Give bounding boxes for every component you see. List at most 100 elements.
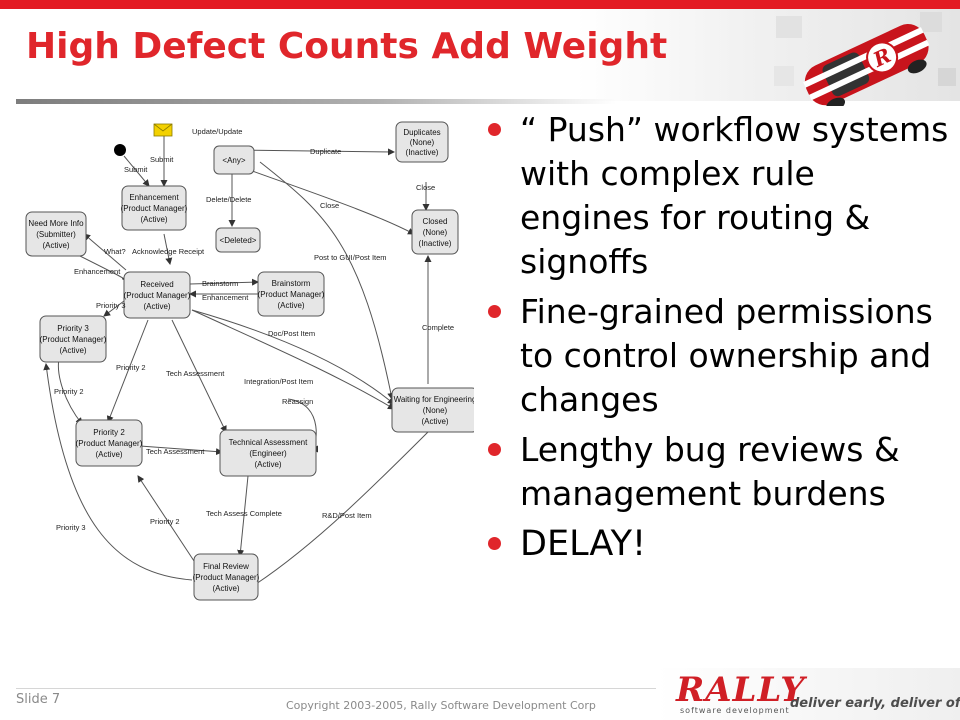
- node-waiting-for-engineering: Waiting for Engineering (None) (Active): [391, 387, 479, 433]
- node-line: Final Review: [203, 562, 249, 571]
- edge-label: Priority 2: [150, 517, 180, 526]
- node-line: (Active): [140, 215, 167, 224]
- node-line: (Active): [212, 584, 239, 593]
- race-car-logo: R: [774, 12, 956, 106]
- edge-label: Priority 3: [56, 523, 86, 532]
- edge-label: Complete: [422, 323, 454, 332]
- node-line: Priority 3: [57, 324, 89, 333]
- edge-label: Close: [416, 183, 435, 192]
- workflow-diagram: Duplicates (None) (Inactive) Closed (Non…: [16, 104, 479, 688]
- node-final-review: Final Review (Product Manager) (Active): [193, 553, 260, 601]
- node-line: Received: [140, 280, 173, 289]
- edge-label: Update/Update: [192, 127, 242, 136]
- edge-label: What?: [104, 247, 126, 256]
- node-line: (Active): [143, 302, 170, 311]
- top-accent-bar: [0, 0, 960, 9]
- node-line: (Submitter): [36, 230, 76, 239]
- bullet-item: “ Push” workflow systems with complex ru…: [484, 108, 954, 284]
- edge-label: Duplicate: [310, 147, 341, 156]
- node-line: (None): [423, 228, 448, 237]
- edge-label: Submit: [150, 155, 174, 164]
- rally-logo-subtitle: software development: [680, 706, 790, 715]
- node-line: Need More Info: [28, 219, 84, 228]
- node-line: (None): [423, 406, 448, 415]
- edge-label: Delete/Delete: [206, 195, 251, 204]
- node-line: (None): [410, 138, 435, 147]
- node-priority3: Priority 3 (Product Manager) (Active): [39, 315, 107, 363]
- node-line: Brainstorm: [272, 279, 311, 288]
- node-line: Waiting for Engineering: [394, 395, 474, 404]
- edge-label: Acknowledge Receipt: [132, 247, 205, 256]
- workflow-diagram-svg: Duplicates (None) (Inactive) Closed (Non…: [25, 121, 479, 601]
- edge-label: Submit: [124, 165, 148, 174]
- bullet-dot-icon: [488, 443, 501, 456]
- node-line: Technical Assessment: [229, 438, 308, 447]
- edge-label: Close: [320, 201, 339, 210]
- node-line: (Active): [421, 417, 448, 426]
- node-deleted: <Deleted>: [215, 227, 261, 253]
- edge-label: Tech Assess Complete: [206, 509, 282, 518]
- bullet-text: “ Push” workflow systems with complex ru…: [520, 110, 949, 281]
- node-line: Closed: [423, 217, 448, 226]
- node-line: <Any>: [222, 156, 245, 165]
- slide-number: Slide 7: [16, 692, 61, 707]
- node-line: (Product Manager): [124, 291, 191, 300]
- footer-divider: [16, 688, 656, 689]
- node-duplicates: Duplicates (None) (Inactive): [395, 121, 449, 163]
- edge-label: Tech Assessment: [146, 447, 205, 456]
- edge-label: Brainstorm: [202, 279, 238, 288]
- bullet-item: Fine-grained permissions to control owne…: [484, 290, 954, 422]
- node-technical-assessment: Technical Assessment (Engineer) (Active): [219, 429, 317, 477]
- node-line: (Engineer): [249, 449, 287, 458]
- node-line: <Deleted>: [220, 236, 257, 245]
- bullet-list: “ Push” workflow systems with complex ru…: [484, 108, 954, 572]
- node-line: (Active): [254, 460, 281, 469]
- edge-label: Integration/Post Item: [244, 377, 313, 386]
- bullet-dot-icon: [488, 305, 501, 318]
- bullet-text: Lengthy bug reviews & management burdens: [520, 430, 900, 513]
- node-line: (Product Manager): [258, 290, 325, 299]
- bullet-dot-icon: [488, 537, 501, 550]
- node-line: (Inactive): [406, 148, 439, 157]
- node-line: (Active): [42, 241, 69, 250]
- edge-label: R&D/Post Item: [322, 511, 372, 520]
- node-line: Enhancement: [129, 193, 179, 202]
- node-line: (Active): [277, 301, 304, 310]
- bullet-dot-icon: [488, 123, 501, 136]
- node-brainstorm: Brainstorm (Product Manager) (Active): [257, 271, 325, 317]
- bullet-text: Fine-grained permissions to control owne…: [520, 292, 933, 419]
- node-priority2: Priority 2 (Product Manager) (Active): [75, 419, 143, 467]
- title-underline: [16, 99, 616, 104]
- edge-label: Priority 2: [54, 387, 84, 396]
- edge-label: Enhancement: [202, 293, 249, 302]
- edge-label: Tech Assessment: [166, 369, 225, 378]
- node-line: (Product Manager): [76, 439, 143, 448]
- copyright-text: Copyright 2003-2005, Rally Software Deve…: [286, 699, 596, 712]
- node-line: (Inactive): [419, 239, 452, 248]
- edge-label: Priority 3: [96, 301, 126, 310]
- bullet-text: DELAY!: [520, 524, 647, 564]
- node-closed: Closed (None) (Inactive): [411, 209, 459, 255]
- footer-brand-strip: [656, 668, 960, 720]
- node-line: Priority 2: [93, 428, 125, 437]
- node-line: (Product Manager): [121, 204, 188, 213]
- bullet-item: Lengthy bug reviews & management burdens: [484, 428, 954, 516]
- edge-label: Reassign: [282, 397, 313, 406]
- node-need-more-info: Need More Info (Submitter) (Active): [25, 211, 87, 257]
- edge-label: Priority 2: [116, 363, 146, 372]
- bullet-item: DELAY!: [484, 522, 954, 566]
- edge-label: Post to GUI/Post Item: [314, 253, 387, 262]
- node-line: (Active): [95, 450, 122, 459]
- edge-label: Doc/Post Item: [268, 329, 315, 338]
- node-enhancement: Enhancement (Product Manager) (Active): [121, 185, 188, 231]
- node-line: (Product Manager): [40, 335, 107, 344]
- node-line: (Active): [59, 346, 86, 355]
- node-any: <Any>: [213, 145, 255, 175]
- edge-label: Enhancement: [74, 267, 121, 276]
- brand-tagline: deliver early, deliver often: [790, 696, 960, 711]
- node-received: Received (Product Manager) (Active): [123, 271, 191, 319]
- node-line: Duplicates: [403, 128, 440, 137]
- slide-title: High Defect Counts Add Weight: [26, 26, 668, 67]
- node-line: (Product Manager): [193, 573, 260, 582]
- rally-logo: RALLY: [676, 670, 806, 710]
